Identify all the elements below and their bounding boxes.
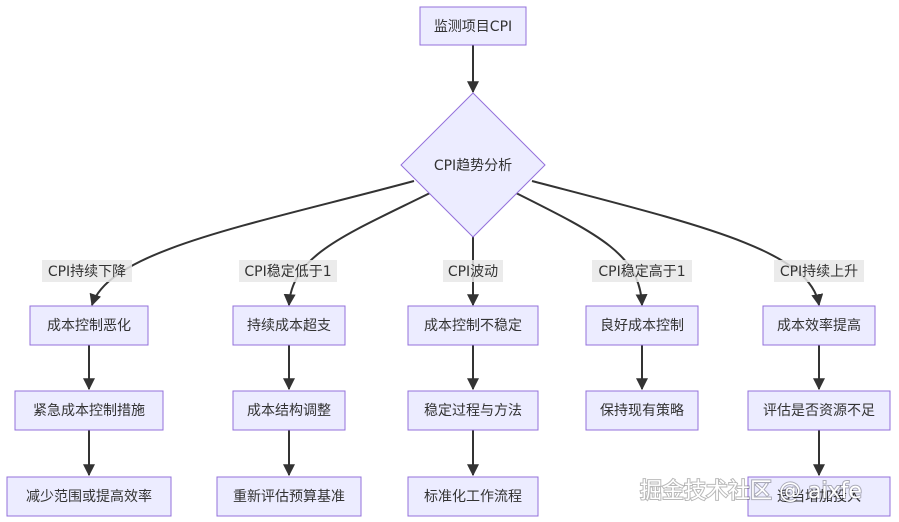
branch-2-step-2[interactable]: 成本结构调整 [232, 390, 346, 431]
branch-5-step-3-text: 适当增加投入 [777, 489, 861, 505]
branch-2-step-3[interactable]: 重新评估预算基准 [216, 476, 362, 517]
branch-3-step-2-text: 稳定过程与方法 [424, 403, 522, 419]
branch-4-step-2-text: 保持现有策略 [600, 402, 684, 419]
branch-3-step-3[interactable]: 标准化工作流程 [407, 476, 539, 517]
edge-decision-branch-2 [283, 192, 431, 307]
nodes: 监测项目CPI CPI趋势分析 成本控制恶化 紧急成本控制措施 减少范围或提高效… [6, 6, 891, 517]
branch-2-step-1-text: 持续成本超支 [247, 317, 331, 334]
branch-3-label: CPI波动 [448, 264, 498, 280]
branch-5-step-2[interactable]: 评估是否资源不足 [747, 390, 891, 431]
branch-1-step-2[interactable]: 紧急成本控制措施 [14, 390, 164, 431]
branch-5-step-3[interactable]: 适当增加投入 [747, 476, 891, 517]
branch-3-step-1-text: 成本控制不稳定 [424, 318, 522, 334]
branch-4-step-1-text: 良好成本控制 [600, 318, 684, 334]
watermark: 掘金技术社区 @ aixfe [640, 479, 862, 504]
branch-4-step-1[interactable]: 良好成本控制 [585, 305, 699, 346]
decision-node-text: CPI趋势分析 [434, 158, 512, 174]
edge-decision-branch-5 [531, 180, 824, 307]
root-node[interactable]: 监测项目CPI [419, 6, 527, 46]
branch-2-label: CPI稳定低于1 [244, 264, 331, 280]
branch-5-step-2-text: 评估是否资源不足 [763, 403, 875, 419]
branch-2-step-3-text: 重新评估预算基准 [233, 488, 345, 505]
branch-3-step-2[interactable]: 稳定过程与方法 [407, 390, 539, 431]
branch-3-label-bg [443, 260, 503, 282]
branch-2-step-1[interactable]: 持续成本超支 [232, 305, 346, 346]
branch-1-step-2-text: 紧急成本控制措施 [33, 403, 145, 419]
edge-decision-branch-1 [89, 180, 415, 307]
branch-1-step-1[interactable]: 成本控制恶化 [29, 305, 149, 346]
branch-1-step-3-text: 减少范围或提高效率 [26, 488, 152, 505]
branch-1-step-3[interactable]: 减少范围或提高效率 [6, 476, 172, 517]
branch-5-step-1-text: 成本效率提高 [777, 317, 861, 334]
branch-1-label-bg [42, 260, 132, 282]
branch-2-label-bg [239, 260, 337, 282]
edge-labels: CPI持续下降 CPI稳定低于1 CPI波动 CPI稳定高于1 CPI持续上升 [42, 260, 864, 282]
edges [83, 45, 825, 477]
decision-node[interactable]: CPI趋势分析 [400, 92, 546, 238]
branch-5-label-bg [774, 260, 864, 282]
branch-1-label: CPI持续下降 [48, 263, 126, 280]
root-node-text: 监测项目CPI [434, 19, 512, 35]
branch-3-step-1[interactable]: 成本控制不稳定 [407, 305, 539, 346]
branch-5-step-1[interactable]: 成本效率提高 [762, 305, 876, 346]
branch-3-step-3-text: 标准化工作流程 [424, 489, 522, 505]
branch-1-step-1-text: 成本控制恶化 [47, 318, 131, 334]
branch-4-label: CPI稳定高于1 [598, 263, 685, 280]
branch-4-step-2[interactable]: 保持现有策略 [585, 390, 699, 431]
branch-4-label-bg [592, 260, 692, 282]
branch-2-step-2-text: 成本结构调整 [247, 403, 331, 419]
branch-5-label: CPI持续上升 [780, 263, 858, 280]
edge-decision-branch-4 [515, 192, 648, 307]
